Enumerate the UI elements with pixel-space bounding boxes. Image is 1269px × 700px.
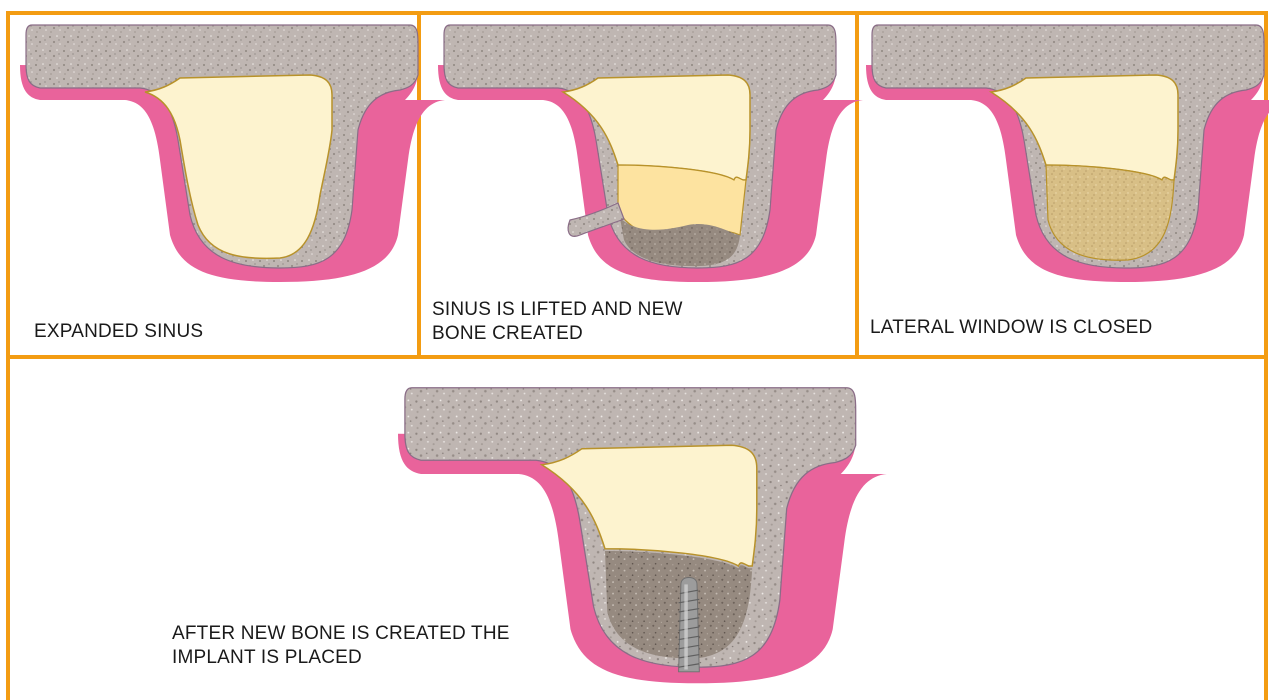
cross-section-expanded — [20, 25, 445, 282]
dental-implant — [679, 578, 700, 672]
cross-section-closed — [866, 25, 1269, 282]
caption-sinus-lifted: SINUS IS LIFTED AND NEW BONE CREATED — [432, 298, 683, 346]
caption-implant-placed: AFTER NEW BONE IS CREATED THE IMPLANT IS… — [172, 622, 510, 670]
mature-new-bone — [605, 551, 752, 658]
caption-line: LATERAL WINDOW IS CLOSED — [870, 316, 1152, 340]
panel-window-closed — [866, 25, 1269, 282]
panel-expanded-sinus — [20, 25, 445, 282]
graft-maturing — [1046, 165, 1174, 260]
implant-highlight — [684, 584, 687, 669]
panel-sinus-lifted — [438, 25, 863, 282]
cross-section-lifted — [438, 25, 863, 282]
caption-expanded-sinus: EXPANDED SINUS — [34, 320, 203, 344]
caption-line: BONE CREATED — [432, 322, 683, 346]
caption-window-closed: LATERAL WINDOW IS CLOSED — [870, 316, 1152, 340]
caption-line: AFTER NEW BONE IS CREATED THE — [172, 622, 510, 646]
caption-line: IMPLANT IS PLACED — [172, 646, 510, 670]
caption-line: EXPANDED SINUS — [34, 320, 203, 344]
caption-line: SINUS IS LIFTED AND NEW — [432, 298, 683, 322]
